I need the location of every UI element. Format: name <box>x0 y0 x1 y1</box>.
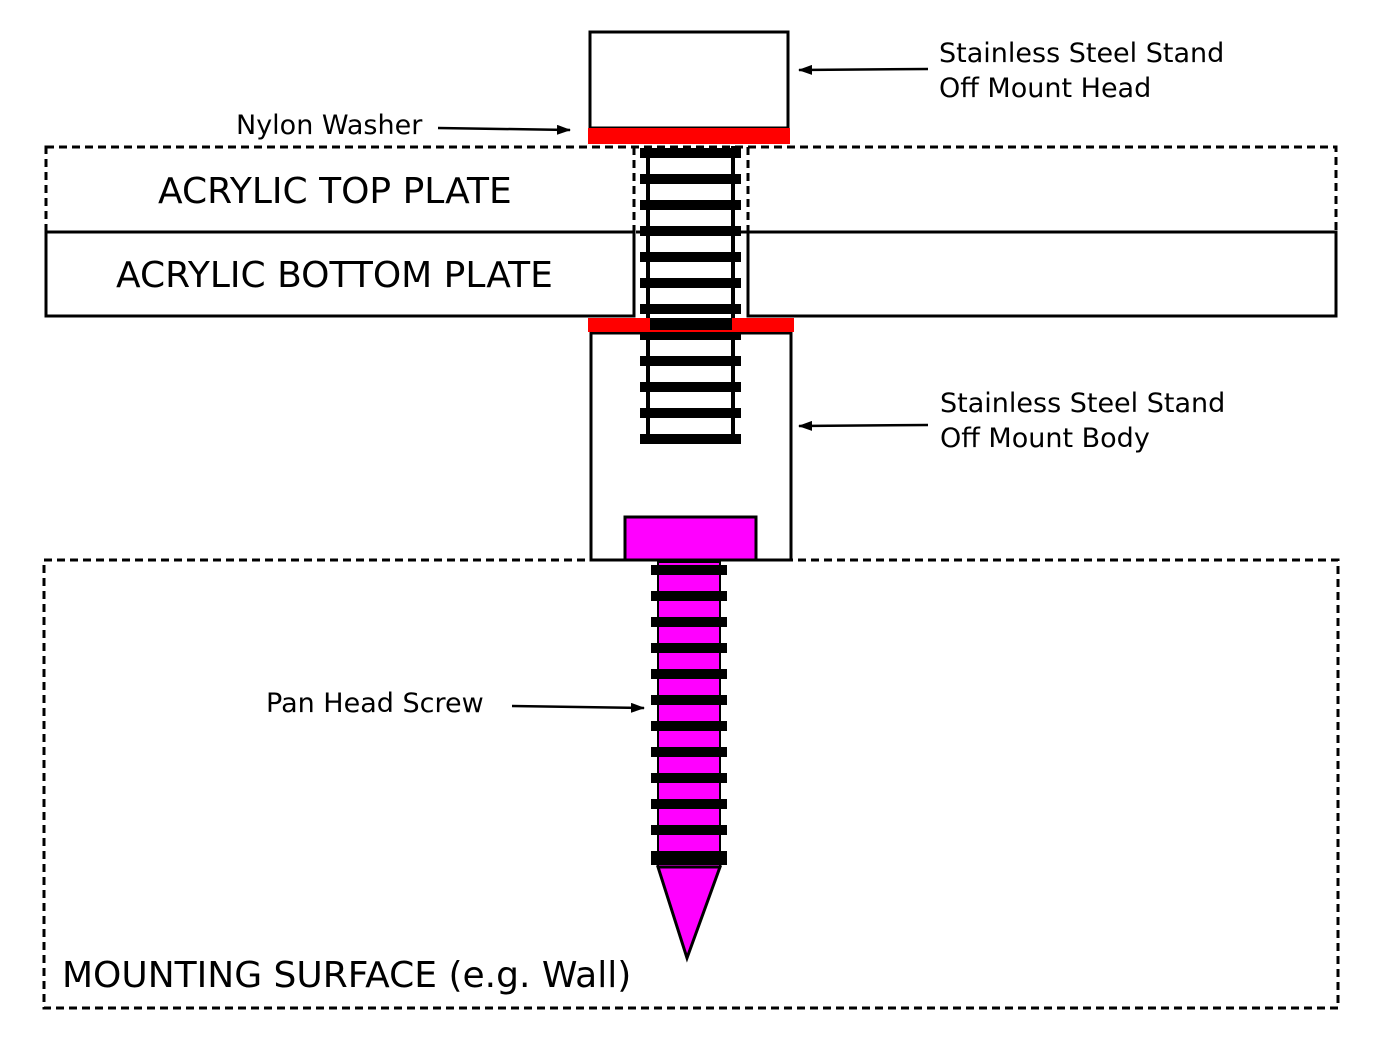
body-label-line1: Stainless Steel Stand <box>940 388 1225 419</box>
nylon-washer-top <box>588 128 790 144</box>
mounting-surface-label: MOUNTING SURFACE (e.g. Wall) <box>62 955 631 996</box>
bottom-plate-label: ACRYLIC BOTTOM PLATE <box>116 255 553 296</box>
thread-under-washer <box>650 318 732 330</box>
pan-head-screw-label: Pan Head Screw <box>266 688 484 719</box>
pan-head-screw-shaft <box>651 561 727 869</box>
nylon-washer-label: Nylon Washer <box>236 110 423 141</box>
pan-head-screw-head <box>623 515 758 562</box>
head-arrow <box>798 64 929 75</box>
acrylic-bottom-plate-left <box>44 230 636 318</box>
top-plate-label: ACRYLIC TOP PLATE <box>158 171 512 212</box>
body-label-line2: Off Mount Body <box>940 423 1150 454</box>
acrylic-bottom-plate-right <box>746 230 1338 318</box>
head-label-line2: Off Mount Head <box>939 73 1151 104</box>
standoff-head <box>588 30 790 130</box>
pan-head-screw-arrow <box>511 702 645 713</box>
nylon-washer-arrow <box>437 124 571 135</box>
pan-head-screw-tip <box>655 865 723 963</box>
head-label-line1: Stainless Steel Stand <box>939 38 1224 69</box>
threaded-rod <box>640 146 741 444</box>
body-arrow <box>798 420 929 431</box>
